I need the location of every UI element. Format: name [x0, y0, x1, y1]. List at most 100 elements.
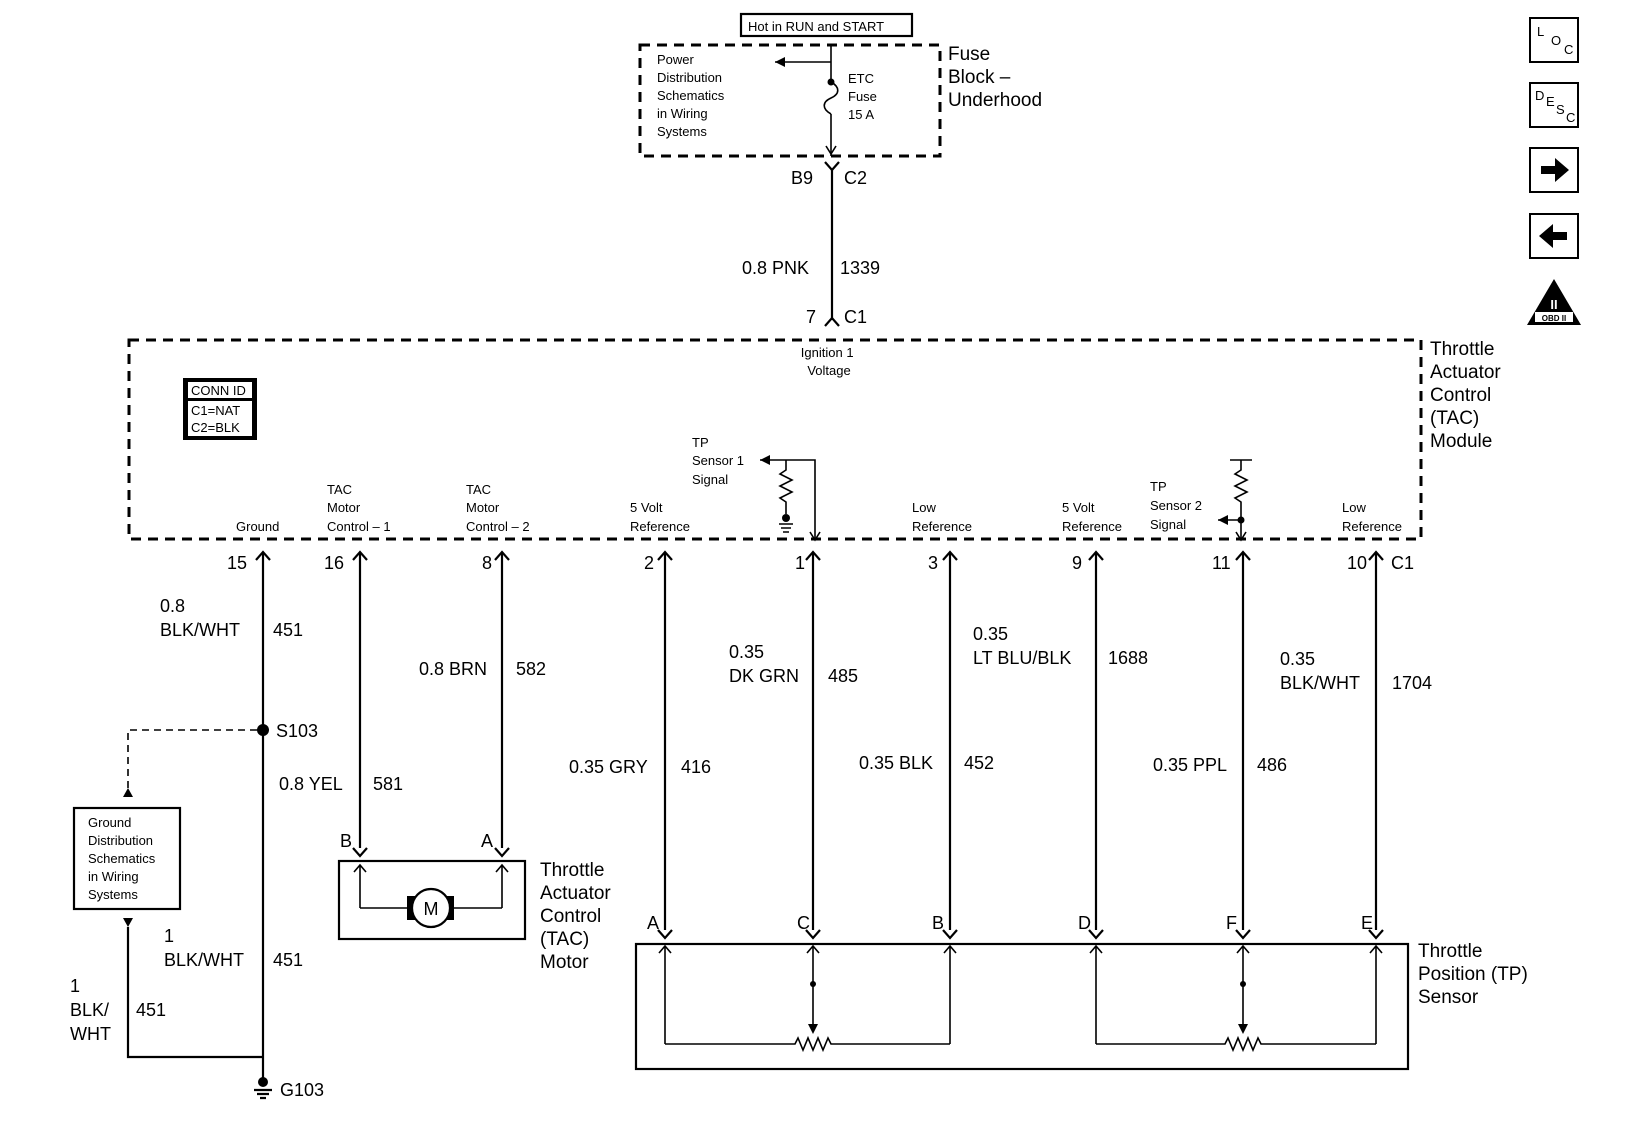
- svg-text:II: II: [1550, 297, 1557, 312]
- ground-lower-wire-circuit: 451: [273, 950, 303, 970]
- obd-ii-button[interactable]: II OBD II: [1527, 279, 1581, 325]
- svg-text:S: S: [1556, 102, 1565, 117]
- motor-pin-a: A: [481, 831, 493, 851]
- ground-dist-box: [72, 806, 182, 911]
- wire-1688-circuit: 1688: [1108, 648, 1148, 668]
- pin-10: 10: [1347, 553, 1367, 573]
- svg-text:E: E: [1546, 94, 1555, 109]
- svg-text:C: C: [1566, 110, 1575, 125]
- fuse-pin-b9: B9: [791, 168, 813, 188]
- next-button[interactable]: [1529, 147, 1579, 193]
- ground-dist-text: Ground Distribution Schematics in Wiring…: [88, 815, 159, 902]
- feed-wire-gauge: 0.8 PNK: [742, 258, 809, 278]
- svg-text:C1=NAT: C1=NAT: [191, 403, 240, 418]
- fuse-pin-c2: C2: [844, 168, 867, 188]
- label-5v-ref-2: 5 Volt Reference: [1062, 500, 1122, 534]
- label-5v-ref-1: 5 Volt Reference: [630, 500, 690, 534]
- pin-8: 8: [482, 553, 492, 573]
- tp-pin-f: F: [1226, 913, 1237, 933]
- arrow-left-icon: [1539, 224, 1567, 248]
- label-tp-sensor-2-signal: TP Sensor 2 Signal: [1150, 479, 1206, 532]
- tp-pin-a: A: [647, 913, 659, 933]
- arrow-left-small-icon: [775, 57, 785, 67]
- wire-582-circuit: 582: [516, 659, 546, 679]
- wire-581-circuit: 581: [373, 774, 403, 794]
- label-tac-motor-control-1: TAC Motor Control – 1: [327, 482, 391, 534]
- wire-486-gauge: 0.35 PPL: [1153, 755, 1227, 775]
- feed-wire-circuit: 1339: [840, 258, 880, 278]
- potentiometer-1-icon: [665, 1035, 950, 1053]
- pullup-resistor-2-icon: [1230, 459, 1252, 540]
- feed-connector-c1: C1: [844, 307, 867, 327]
- wire-1688-gauge: 0.35 LT BLU/BLK: [973, 624, 1071, 668]
- wire-486-circuit: 486: [1257, 755, 1287, 775]
- tp-pin-c: C: [797, 913, 810, 933]
- power-dist-text: Power Distribution Schematics in Wiring …: [657, 52, 728, 139]
- motor-symbol-text: M: [424, 899, 439, 919]
- pin-9: 9: [1072, 553, 1082, 573]
- feed-pin-7: 7: [806, 307, 816, 327]
- power-header-text: Hot in RUN and START: [748, 19, 884, 34]
- label-tac-motor-control-2: TAC Motor Control – 2: [466, 482, 530, 534]
- pin-3: 3: [928, 553, 938, 573]
- pin-16: 16: [324, 553, 344, 573]
- tp-pin-e: E: [1361, 913, 1373, 933]
- label-low-ref-2: Low Reference: [1342, 500, 1402, 534]
- ground-left-wire-gauge: 1 BLK/ WHT: [70, 976, 114, 1044]
- svg-text:OBD II: OBD II: [1542, 314, 1566, 323]
- ignition-voltage-label: Ignition 1 Voltage: [801, 345, 857, 378]
- svg-text:O: O: [1551, 33, 1561, 48]
- fuse-block-title: Fuse Block – Underhood: [948, 44, 1042, 111]
- wire-451-gauge: 0.8 BLK/WHT: [160, 596, 240, 640]
- fuse-block-underhood: Hot in RUN and START Power Distribution …: [638, 12, 1042, 188]
- potentiometer-2-icon: [1096, 1035, 1376, 1053]
- loc-button[interactable]: L O C: [1529, 17, 1579, 63]
- motor-box: [337, 859, 527, 941]
- pin-11: 11: [1212, 553, 1231, 573]
- svg-text:C2=BLK: C2=BLK: [191, 420, 240, 435]
- svg-text:L: L: [1537, 24, 1544, 39]
- arrow-right-icon: [1541, 158, 1569, 182]
- wire-1704-gauge: 0.35 BLK/WHT: [1280, 649, 1360, 693]
- ground-point-label: G103: [280, 1080, 324, 1100]
- tp-sensor: A C B D F E Throttle Position (TP: [634, 913, 1533, 1071]
- tp-pin-d: D: [1078, 913, 1091, 933]
- wire-451-circuit: 451: [273, 620, 303, 640]
- tac-module-title: Throttle Actuator Control (TAC) Module: [1430, 339, 1506, 452]
- pin-1: 1: [795, 553, 805, 573]
- pin-2: 2: [644, 553, 654, 573]
- wire-416-circuit: 416: [681, 757, 711, 777]
- wire-416-gauge: 0.35 GRY: [569, 757, 648, 777]
- wire-1704-circuit: 1704: [1392, 673, 1432, 693]
- pin-15: 15: [227, 553, 247, 573]
- tp-sensor-title: Throttle Position (TP) Sensor: [1418, 941, 1533, 1008]
- fuse-symbol-icon: [823, 81, 839, 115]
- ground-symbol-small-icon: [779, 523, 793, 533]
- label-tp-sensor-1-signal: TP Sensor 1 Signal: [692, 435, 748, 487]
- conn-id-box: CONN ID C1=NAT C2=BLK: [183, 378, 257, 440]
- wire-452-gauge: 0.35 BLK: [859, 753, 933, 773]
- ground-section: S103 Ground Distribution Schematics in W…: [70, 721, 324, 1100]
- tp-pin-b: B: [932, 913, 944, 933]
- splice-s103: [257, 724, 269, 736]
- tac-module-outline: [127, 338, 1423, 541]
- svg-text:CONN ID: CONN ID: [191, 383, 246, 398]
- wire-485-circuit: 485: [828, 666, 858, 686]
- ground-symbol-icon: [254, 1088, 272, 1100]
- motor-pin-b: B: [340, 831, 352, 851]
- etc-fuse-text: ETC Fuse 15 A: [848, 71, 881, 122]
- wire-582-gauge: 0.8 BRN: [419, 659, 487, 679]
- svg-text:D: D: [1535, 88, 1544, 103]
- fuse-block-outline: [638, 43, 942, 158]
- tp-sensor-box: [634, 942, 1410, 1071]
- ground-lower-wire-gauge: 1 BLK/WHT: [164, 926, 244, 970]
- svg-text:C: C: [1564, 42, 1573, 57]
- pullup-resistor-1-icon: [778, 460, 794, 514]
- desc-button[interactable]: D E S C: [1529, 82, 1579, 128]
- ground-left-wire-circuit: 451: [136, 1000, 166, 1020]
- splice-label: S103: [276, 721, 318, 741]
- prev-button[interactable]: [1529, 213, 1579, 259]
- motor-symbol-icon: [410, 887, 452, 929]
- label-low-ref-1: Low Reference: [912, 500, 972, 534]
